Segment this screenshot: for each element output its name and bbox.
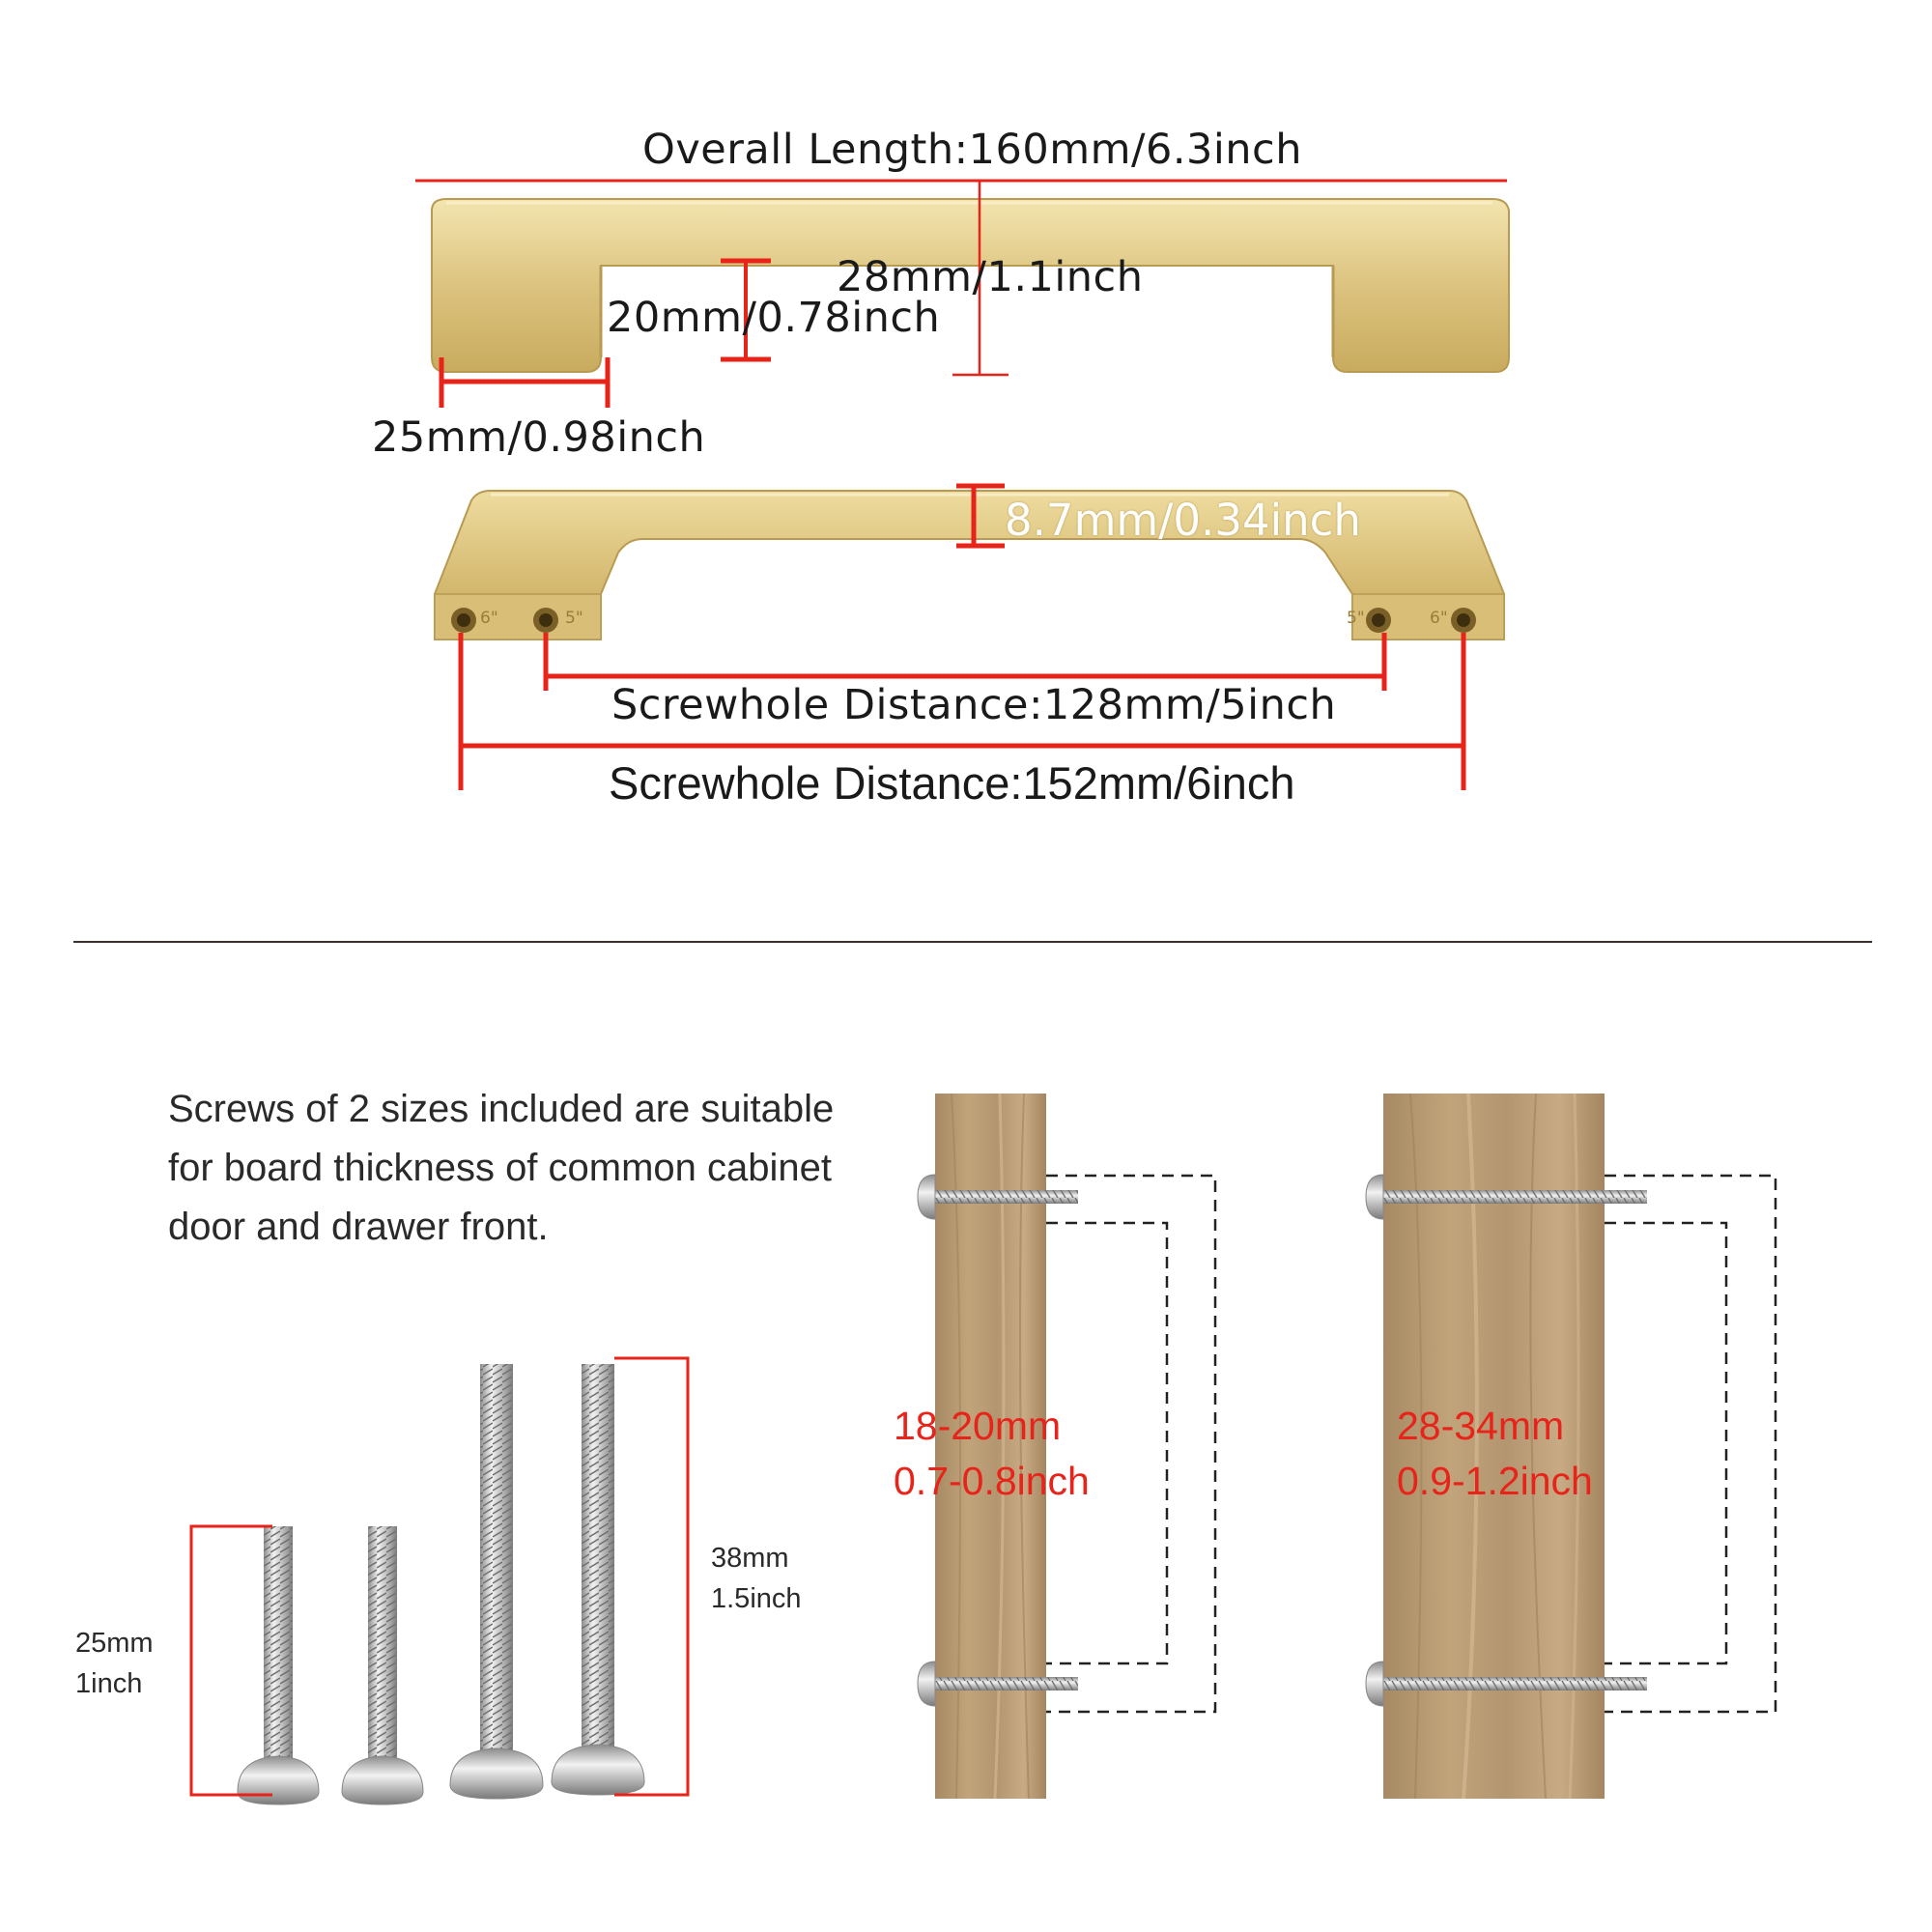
- handle-outline-dashed: [1046, 1174, 1777, 1714]
- handle-top-view: [434, 490, 1505, 640]
- foot-length-label: 25mm/0.98inch: [372, 413, 706, 462]
- long-screw-bracket: [614, 1356, 690, 1797]
- screws-group: [237, 1364, 645, 1805]
- short-screw-length-label: 25mm 1inch: [75, 1628, 154, 1699]
- dimension-lines-top: [415, 179, 1507, 408]
- installed-screw-icon: [1365, 1174, 1647, 1707]
- hole-mark-label: 6": [1430, 609, 1448, 628]
- inner-height-label: 20mm/0.78inch: [607, 294, 941, 342]
- installed-screw-icon: [917, 1174, 1078, 1707]
- handle-side-view: [431, 198, 1510, 373]
- long-screw-icon: [449, 1364, 544, 1800]
- thin-board-inch-label: 0.7-0.8inch: [894, 1459, 1090, 1503]
- hole-mark-label: 5": [565, 609, 583, 628]
- bar-thickness-label: 8.7mm/0.34inch: [1005, 495, 1361, 546]
- thin-board-mm-label: 18-20mm: [894, 1404, 1062, 1448]
- short-screw-icon: [341, 1526, 424, 1805]
- thick-board-mm-label: 28-34mm: [1397, 1404, 1565, 1448]
- dimension-lines-bottom: [458, 483, 1466, 790]
- hole-mark-label: 5": [1347, 609, 1365, 628]
- long-screw-icon: [551, 1364, 645, 1796]
- screw-length-brackets: [189, 1356, 690, 1797]
- short-screw-icon: [237, 1526, 320, 1805]
- screws-description: Screws of 2 sizes included are suitable …: [168, 1088, 835, 1248]
- thick-board-inch-label: 0.9-1.2inch: [1397, 1459, 1593, 1503]
- long-screw-length-label: 38mm 1.5inch: [711, 1543, 802, 1614]
- screwhole-128-label: Screwhole Distance:128mm/5inch: [611, 681, 1337, 729]
- overall-length-label: Overall Length:160mm/6.3inch: [642, 126, 1302, 174]
- short-screw-bracket: [189, 1524, 272, 1797]
- screw-hole-icon: [451, 608, 1476, 633]
- hole-mark-label: 6": [480, 609, 498, 628]
- screwhole-152-label: Screwhole Distance:152mm/6inch: [609, 757, 1295, 809]
- height-label: 28mm/1.1inch: [837, 253, 1144, 301]
